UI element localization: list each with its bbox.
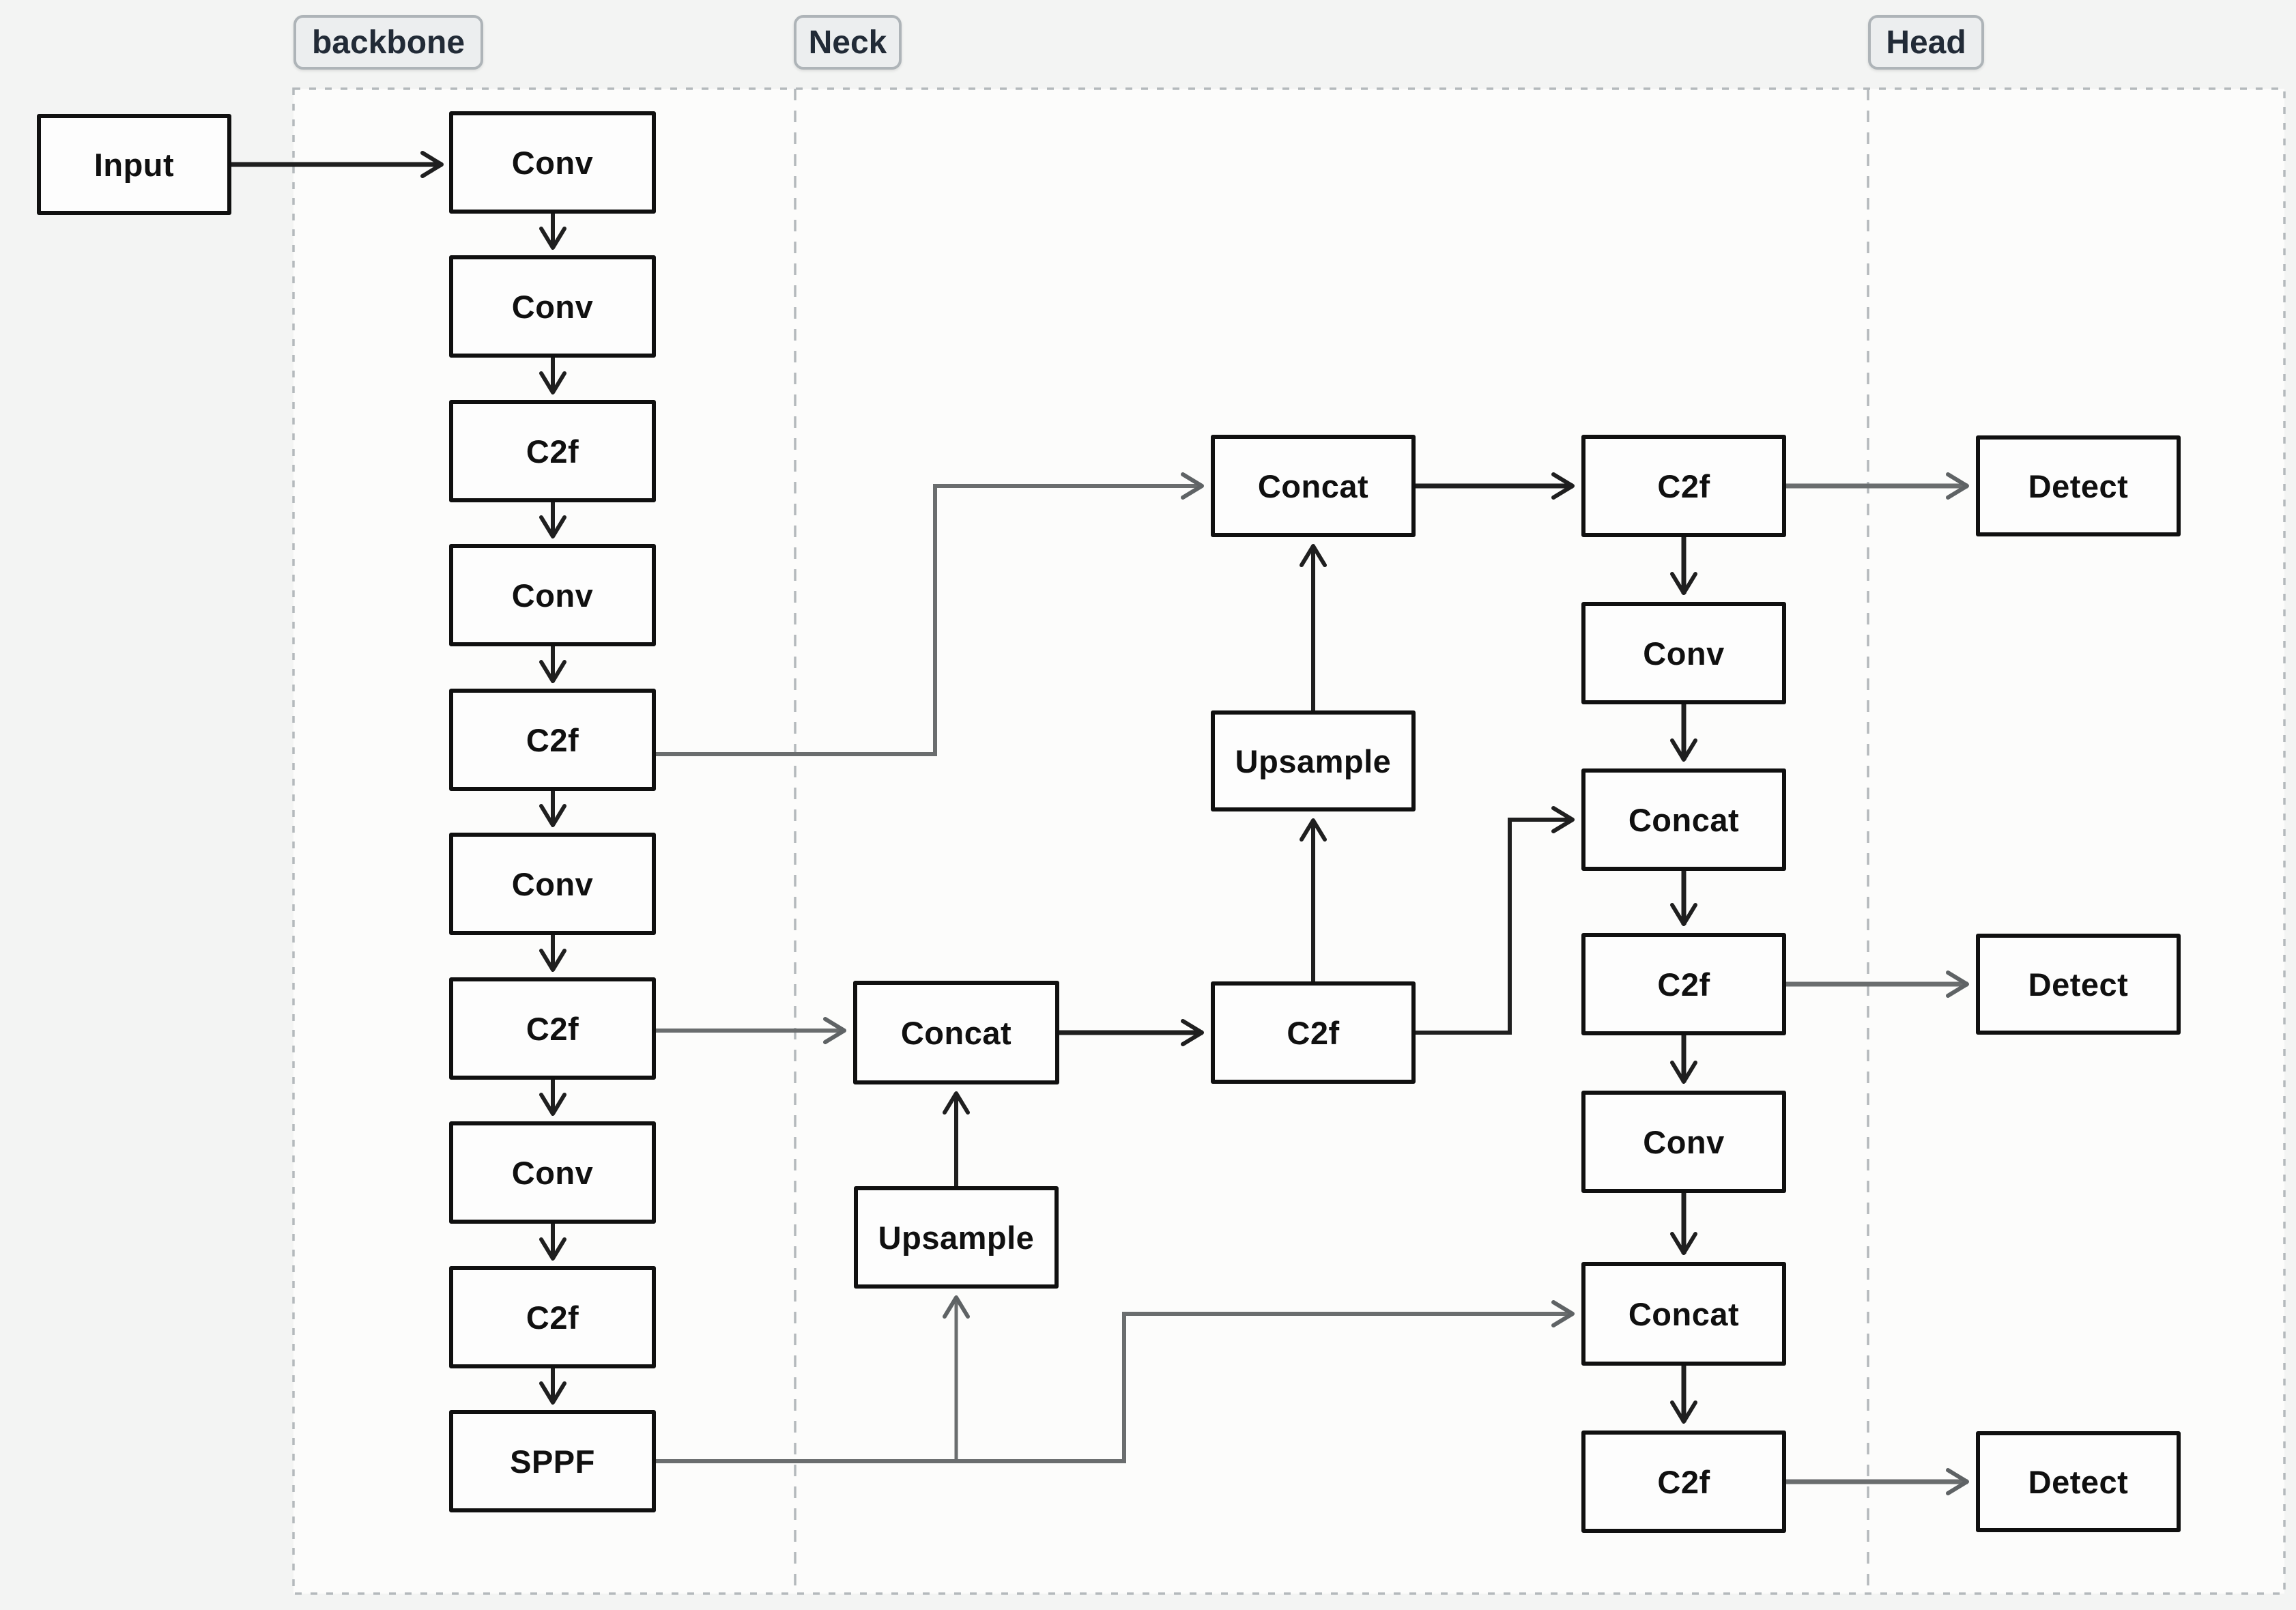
node-neck-c2f: C2f [1211, 981, 1416, 1084]
node-bb-c2f-4: C2f [449, 1266, 656, 1368]
edge-skip-c2f2-to-concat-top [656, 472, 1204, 756]
node-bb-c2f-4-label: C2f [526, 1299, 579, 1336]
node-head-c2f-bot: C2f [1581, 1431, 1786, 1533]
node-head-conv-1-label: Conv [1643, 635, 1725, 672]
node-bb-sppf: SPPF [449, 1410, 656, 1512]
node-neck-concat-top-label: Concat [1257, 468, 1369, 504]
node-bb-conv-4: Conv [449, 833, 656, 935]
node-head-c2f-bot-label: C2f [1657, 1463, 1710, 1500]
node-head-c2f-top: C2f [1581, 435, 1786, 537]
node-head-conv-2-label: Conv [1643, 1123, 1725, 1160]
node-input: Input [37, 114, 231, 215]
node-head-concat-2-label: Concat [1628, 1295, 1740, 1332]
node-neck-concat-mid-label: Concat [900, 1014, 1012, 1051]
region-pill-head-label: Head [1886, 24, 1966, 61]
node-neck-upsample-low: Upsample [854, 1186, 1059, 1289]
node-bb-c2f-1-label: C2f [526, 433, 579, 470]
node-neck-upsample-low-label: Upsample [878, 1219, 1035, 1256]
region-borders [292, 87, 2286, 1595]
node-detect-1: Detect [1976, 435, 2181, 536]
node-head-conv-1: Conv [1581, 602, 1786, 704]
node-bb-sppf-label: SPPF [510, 1443, 595, 1480]
node-bb-conv-3-label: Conv [511, 577, 594, 614]
node-bb-c2f-2: C2f [449, 689, 656, 791]
node-head-concat-1: Concat [1581, 768, 1786, 871]
node-bb-conv-2-label: Conv [511, 288, 594, 325]
node-detect-3-label: Detect [2028, 1463, 2129, 1500]
node-input-label: Input [94, 146, 175, 183]
node-bb-c2f-3: C2f [449, 977, 656, 1080]
node-bb-conv-5-label: Conv [511, 1154, 594, 1191]
node-head-conv-2: Conv [1581, 1091, 1786, 1193]
region-pill-head: Head [1868, 15, 1984, 70]
node-bb-conv-2: Conv [449, 255, 656, 358]
node-bb-conv-1: Conv [449, 111, 656, 214]
region-pill-neck-label: Neck [808, 24, 887, 61]
edge-neck-c2f-to-head-concat-1 [1416, 806, 1575, 1035]
node-neck-upsample-top-label: Upsample [1235, 743, 1392, 779]
node-bb-conv-3: Conv [449, 544, 656, 646]
region-pill-backbone-label: backbone [311, 24, 465, 61]
node-head-c2f-top-label: C2f [1657, 468, 1710, 504]
node-head-concat-1-label: Concat [1628, 801, 1740, 838]
node-bb-conv-5: Conv [449, 1121, 656, 1224]
node-bb-c2f-1: C2f [449, 400, 656, 502]
edge-sppf-out-to-concat-2 [656, 1300, 1575, 1463]
node-head-concat-2: Concat [1581, 1262, 1786, 1366]
node-detect-2: Detect [1976, 934, 2181, 1035]
node-bb-conv-1-label: Conv [511, 144, 594, 181]
node-detect-1-label: Detect [2028, 468, 2129, 504]
node-neck-upsample-top: Upsample [1211, 710, 1416, 811]
edges [231, 151, 1969, 1495]
node-neck-concat-top: Concat [1211, 435, 1416, 537]
node-detect-2-label: Detect [2028, 966, 2129, 1003]
node-neck-c2f-label: C2f [1287, 1014, 1340, 1051]
region-outline [292, 87, 2286, 1595]
node-bb-conv-4-label: Conv [511, 865, 594, 902]
node-bb-c2f-3-label: C2f [526, 1010, 579, 1047]
region-pill-backbone: backbone [293, 15, 483, 70]
node-neck-concat-mid: Concat [853, 981, 1059, 1084]
region-pill-neck: Neck [794, 15, 902, 70]
node-bb-c2f-2-label: C2f [526, 721, 579, 758]
node-detect-3: Detect [1976, 1431, 2181, 1532]
node-head-c2f-mid-label: C2f [1657, 966, 1710, 1003]
node-head-c2f-mid: C2f [1581, 933, 1786, 1035]
